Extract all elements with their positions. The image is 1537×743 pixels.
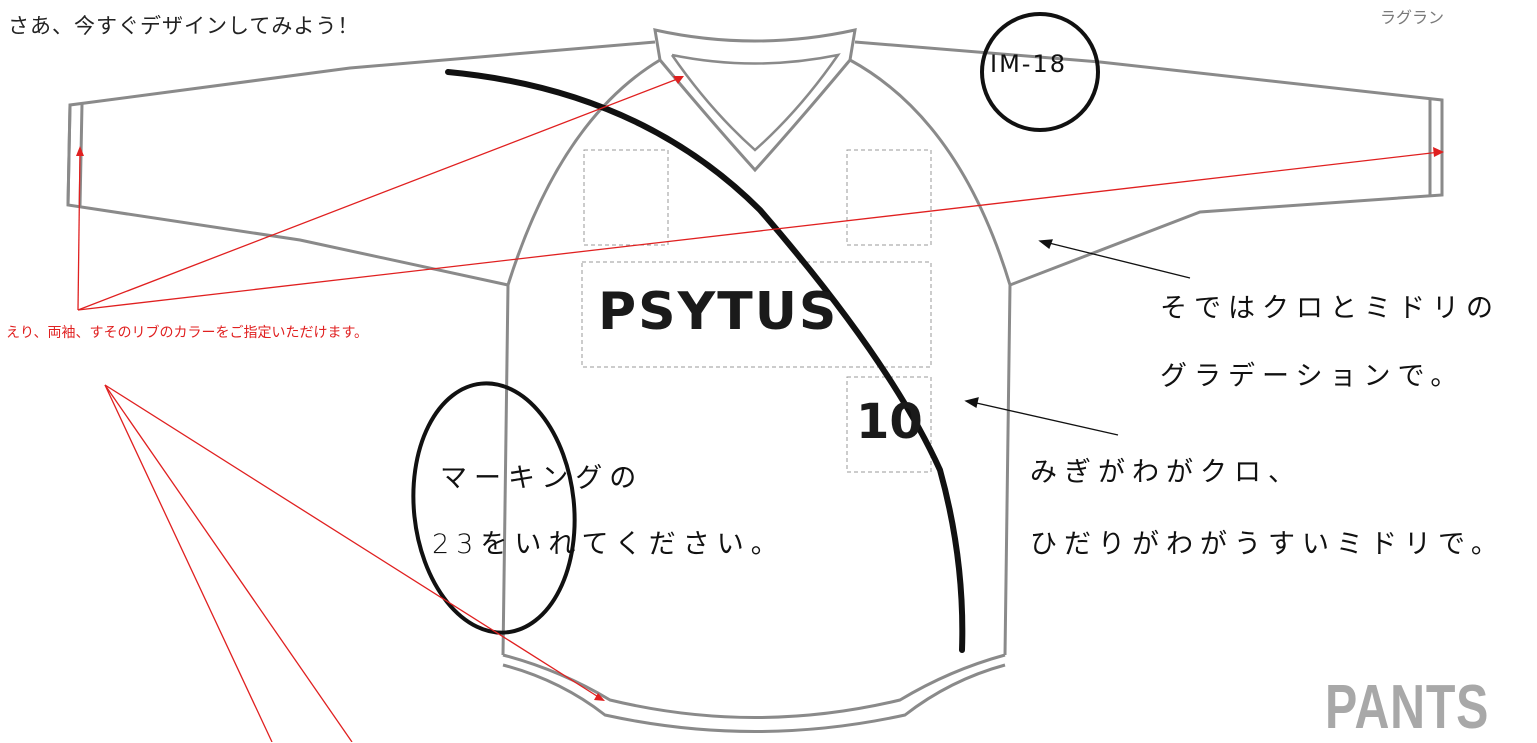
- sleeve-note-line1: そではクロとミドリの: [1160, 293, 1500, 324]
- front-number-marking: 10: [856, 394, 923, 450]
- model-code-label: IM-18: [990, 50, 1067, 78]
- pants-section-label: PANTS: [1325, 673, 1490, 742]
- placement-box-left-chest: [583, 149, 669, 246]
- left-sleeve: [66, 40, 656, 287]
- jersey-body: [501, 58, 1012, 656]
- right-cuff: [1428, 99, 1444, 195]
- right-sleeve: [854, 40, 1444, 287]
- marking-note-line2: 23をいれてください。: [432, 529, 785, 560]
- model-code-circle: [980, 12, 1100, 132]
- marking-circle: [411, 381, 577, 635]
- v-neck-collar: [653, 28, 857, 173]
- rib-arrowheads: [76, 76, 1444, 701]
- sleeve-note-line2: グラデーションで。: [1160, 361, 1465, 392]
- v-neck-inner: [670, 53, 841, 152]
- page-intro-heading: さあ、今すぐデザインしてみよう！: [8, 14, 360, 38]
- body-note-line1: みぎがわがクロ、: [1030, 457, 1302, 488]
- placement-box-team-name: [581, 261, 932, 368]
- placement-box-right-chest: [846, 149, 932, 246]
- rib-leader-lines: [77, 77, 1441, 742]
- style-label: ラグラン: [1380, 8, 1445, 27]
- body-note-line2: ひだりがわがうすいミドリで。: [1030, 529, 1505, 560]
- jersey-hem: [502, 653, 1006, 733]
- team-name-marking: PSYTUS: [598, 282, 839, 342]
- note-pointer-arrows: [964, 239, 1191, 436]
- rib-color-note: えり、両袖、すそのリブのカラーをご指定いただけます。: [6, 325, 369, 341]
- gradient-divider-stroke: [445, 69, 966, 653]
- marking-note-line1: マーキングの: [440, 463, 644, 494]
